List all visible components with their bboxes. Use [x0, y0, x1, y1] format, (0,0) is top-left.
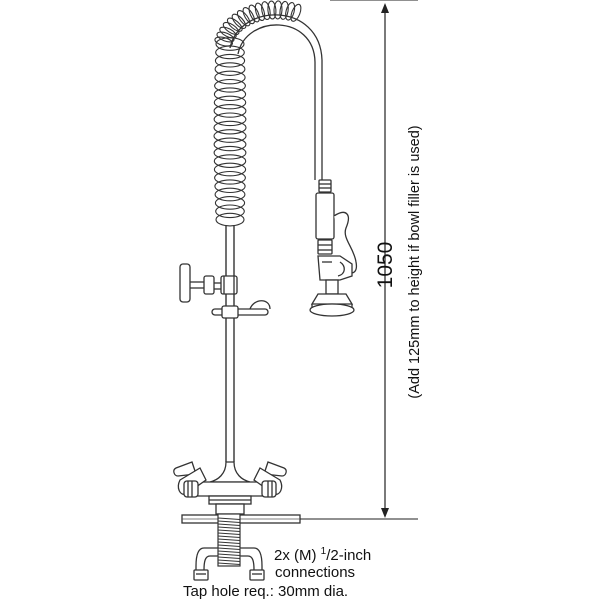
coil-upper-turn [214, 36, 234, 47]
mixer-body [192, 461, 268, 515]
thread-line [217, 526, 241, 529]
connections-label-line2: connections [275, 564, 355, 581]
wall-bracket [179, 263, 238, 303]
threaded-stud [217, 513, 241, 567]
thread-line [217, 550, 241, 553]
coil-upper-turn [267, 0, 277, 20]
thread-line [217, 532, 241, 535]
flex-hose [229, 14, 323, 180]
coil-upper-turn [242, 7, 256, 25]
thread-line [217, 553, 241, 556]
right-tap-handle [253, 461, 287, 498]
coil-turn [215, 204, 245, 219]
thread-line [217, 517, 241, 520]
height-dimension: 1050 [374, 242, 397, 289]
coil-turn [213, 104, 247, 118]
thread-line [217, 535, 241, 538]
thread-line [217, 556, 241, 559]
coil-turn [214, 187, 246, 202]
coil-upper-turn [219, 26, 237, 39]
coil-upper-turn [261, 1, 271, 21]
coil-turn [214, 53, 246, 68]
coil-turn [214, 196, 246, 210]
coil-turn [213, 112, 247, 127]
thread-line [217, 559, 241, 562]
coil-turn [213, 129, 247, 143]
coil-upper-turn [231, 13, 247, 29]
hose-hook [211, 300, 271, 319]
thread-line [217, 541, 241, 544]
coil-turn [214, 179, 246, 194]
coil-turn [214, 62, 246, 76]
coil-turn [213, 145, 247, 160]
coil-turn [213, 120, 247, 135]
spray-valve [309, 179, 358, 317]
coil-upper-turn [254, 2, 266, 22]
connections-label: 2x (M) 1/2-inch [274, 546, 371, 564]
countertop [181, 514, 301, 524]
riser-pipe [225, 225, 235, 462]
coil-turn [214, 170, 246, 185]
coil-upper-turn [248, 4, 260, 23]
coil-turn [213, 154, 247, 168]
coil-upper-turn [236, 10, 251, 27]
coil-upper-turn [285, 1, 296, 21]
coil-turn [213, 95, 247, 110]
tap-hole-label: Tap hole req.: 30mm dia. [183, 583, 348, 600]
spring-coil [213, 0, 302, 227]
supply-connections [193, 547, 265, 581]
coil-upper-turn [226, 17, 243, 32]
thread-line [217, 529, 241, 532]
coil-upper-turn [273, 0, 283, 20]
thread-line [217, 523, 241, 526]
thread-line [217, 547, 241, 550]
coil-upper-turn [222, 21, 240, 36]
height-note: (Add 125mm to height if bowl filler is u… [407, 125, 423, 398]
thread-line [217, 562, 241, 565]
left-tap-handle [173, 461, 207, 498]
dimension-extension-lines [300, 0, 418, 520]
thread-line [217, 538, 241, 541]
coil-turn [215, 212, 245, 227]
thread-line [217, 520, 241, 523]
coil-upper-turn [216, 31, 235, 43]
coil-upper-turn [279, 0, 289, 20]
coil-turn [214, 70, 246, 85]
coil-turn [213, 162, 247, 177]
coil-upper-turn [290, 3, 302, 22]
thread-line [217, 544, 241, 547]
coil-turn [213, 87, 247, 102]
coil-turn [214, 78, 246, 93]
coil-turn [213, 137, 247, 152]
